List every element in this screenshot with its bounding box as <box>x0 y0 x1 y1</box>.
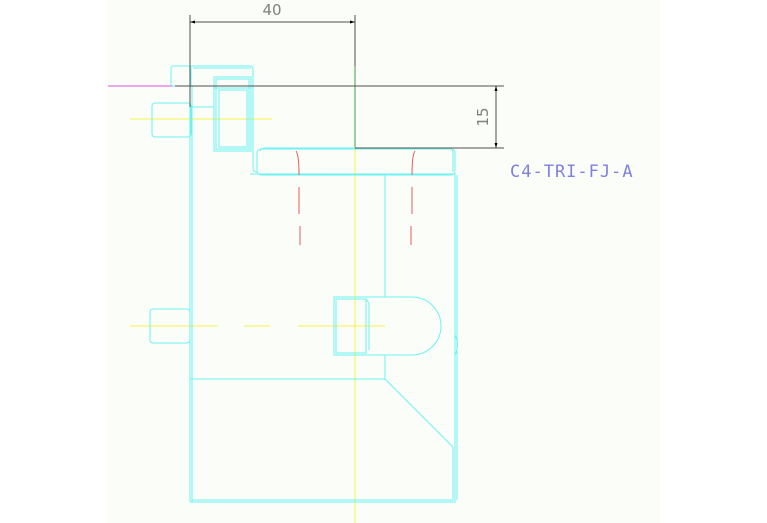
reference-lines <box>108 66 356 148</box>
part-label: C4-TRI-FJ-A <box>510 162 634 182</box>
drawing-sheet <box>107 0 660 523</box>
centerlines <box>130 118 385 523</box>
dimension-40-text: 40 <box>262 1 281 19</box>
dimension-40 <box>189 15 356 107</box>
dimension-15-text: 15 <box>474 107 492 126</box>
hidden-lines <box>295 150 416 245</box>
dimension-15 <box>175 85 504 149</box>
part-geometry <box>149 65 458 503</box>
